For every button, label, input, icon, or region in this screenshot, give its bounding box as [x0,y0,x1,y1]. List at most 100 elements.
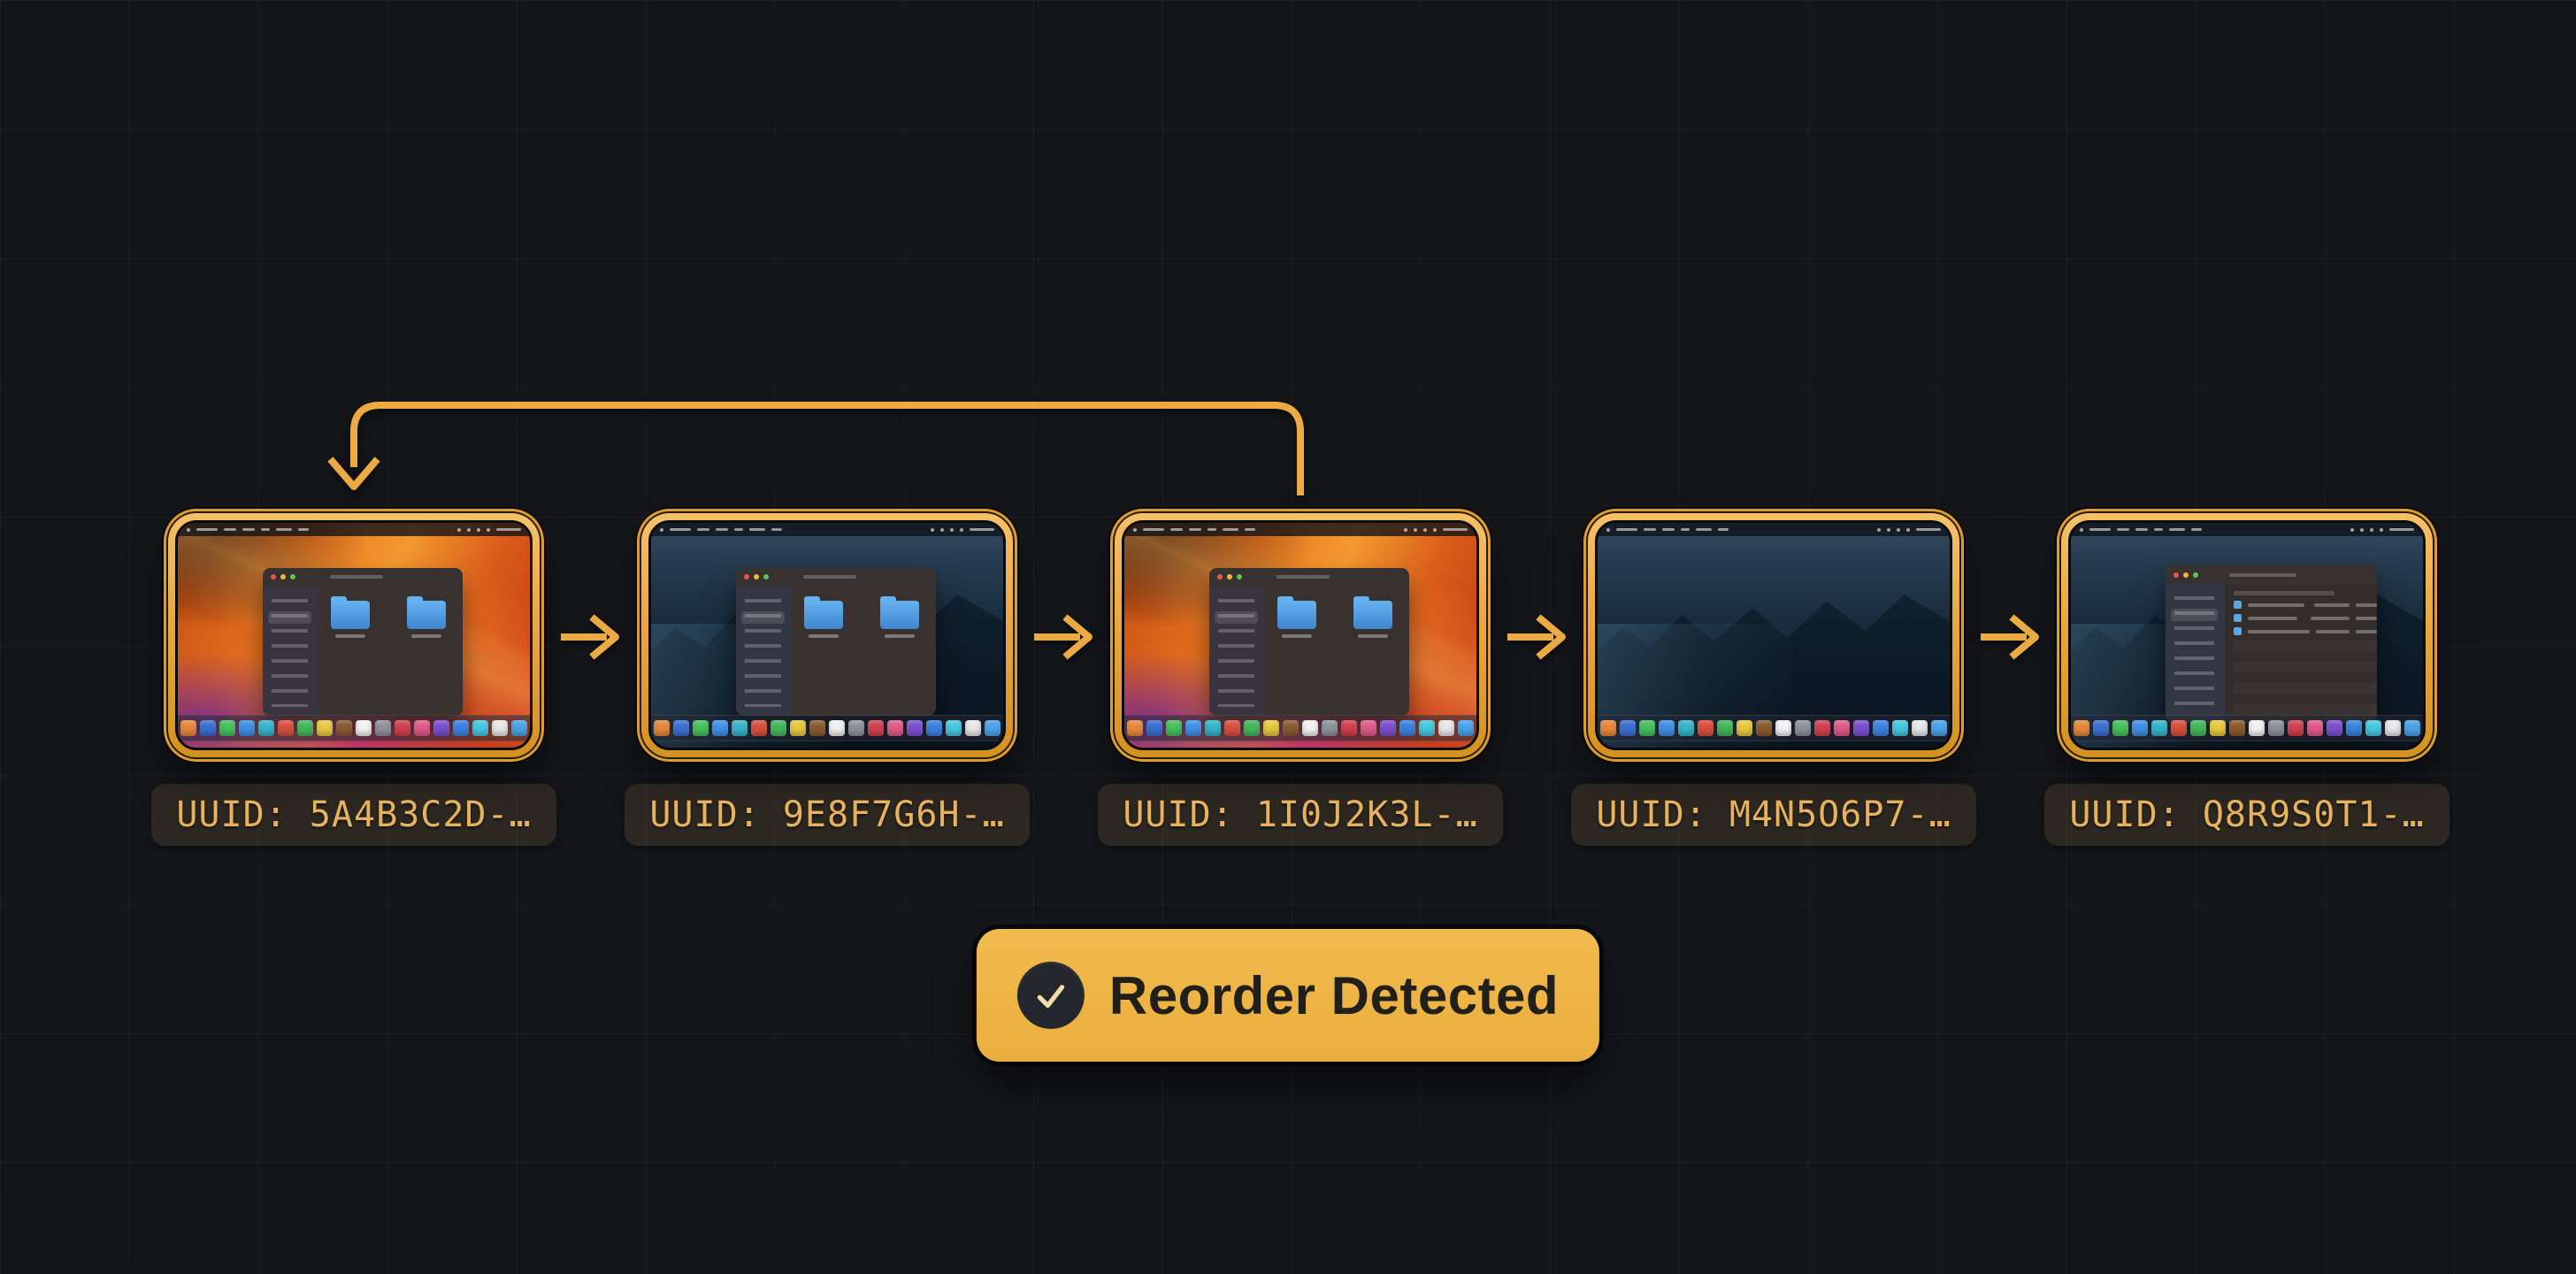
dock-app-icon [809,720,825,736]
dock-app-icon [770,720,786,736]
dock-app-icon [433,720,449,736]
dock-app-icon [2307,720,2323,736]
dock-app-icon [2346,720,2362,736]
uuid-label-2: UUID: 9E8F7G6H-… [625,784,1030,846]
window-titlebar [2166,565,2378,585]
dock-app-icon [1477,720,1479,736]
frame-1-thumbnail [168,513,540,757]
uuid-label-1: UUID: 5A4B3C2D-… [151,784,556,846]
badge-label: Reorder Detected [1108,965,1560,1025]
dock-app-icon [1166,720,1182,736]
close-traffic-light [2174,572,2180,578]
dock-app-icon [2404,720,2420,736]
dock-app-icon [317,720,333,736]
sequence-gap-4 [1959,513,2061,846]
uuid-label-4: UUID: M4N5O6P7-… [1571,784,1976,846]
apple-menu-icon [1606,527,1610,532]
dock-app-icon [1834,720,1850,736]
dock-app-icon [2385,720,2401,736]
dock-app-icon [1185,720,1201,736]
dock-app-icon [219,720,235,736]
dock-app-icon [1912,720,1928,736]
dock-app-icon [1361,720,1376,736]
frames-row: UUID: 5A4B3C2D-… [151,513,2450,846]
finder-window [262,567,464,717]
dock-app-icon [1931,720,1947,736]
dock-app-icon [395,720,410,736]
dock-app-icon [1951,720,1952,736]
file-row [2234,614,2378,623]
arrow-right-icon [1506,614,1566,660]
minimize-traffic-light [1226,574,1232,580]
dock-app-icon [2229,720,2245,736]
dock-app-icon [2068,720,2070,736]
dock-app-icon [375,720,391,736]
dock-app-icon [492,720,508,736]
close-traffic-light [1216,574,1223,580]
file-row [2234,601,2378,610]
dock-app-icon [1205,720,1221,736]
check-icon [1016,962,1085,1029]
arrow-right-icon [560,614,619,660]
dock-app-icon [2151,720,2167,736]
dock-app-icon [732,720,748,736]
arrow-right-icon [1033,614,1092,660]
dock-app-icon [336,720,352,736]
dock-app-icon [472,720,488,736]
dock [1122,715,1479,741]
dock-app-icon [511,720,527,736]
dock-app-icon [1380,720,1396,736]
reorder-detected-badge: Reorder Detected [976,929,1600,1062]
frame-4-screen [1595,520,1952,750]
apple-menu-icon [2080,527,2083,532]
dock-app-icon [648,720,650,736]
menu-bar [1124,523,1476,536]
dock-app-icon [1814,720,1830,736]
file-icon [2234,601,2242,610]
dock-app-icon [175,720,177,736]
close-traffic-light [270,574,276,580]
folder-icon [407,595,447,638]
dock-app-icon [693,720,709,736]
dock-app-icon [1775,720,1791,736]
dock-app-icon [1458,720,1474,736]
minimize-traffic-light [2183,572,2189,578]
sequence-gap-3 [1486,513,1588,846]
dock-app-icon [1302,720,1318,736]
dock-app-icon [946,720,962,736]
frame-3: UUID: 1I0J2K3L-… [1098,513,1503,846]
frame-5-thumbnail [2061,513,2433,757]
dock-app-icon [239,720,255,736]
arrow-right-icon [1980,614,2039,660]
dock-app-icon [2424,720,2426,736]
file-icon [2234,614,2242,623]
uuid-label-5: UUID: Q8R9S0T1-… [2044,784,2450,846]
minimize-traffic-light [280,574,286,580]
dock-app-icon [1698,720,1714,736]
dock-app-icon [1717,720,1733,736]
frame-2-thumbnail [641,513,1013,757]
dock-app-icon [258,720,274,736]
dock-app-icon [1639,720,1655,736]
dock [175,715,530,741]
dock-app-icon [1146,720,1162,736]
dock-app-icon [829,720,845,736]
dock-app-icon [1736,720,1752,736]
minimize-traffic-light [753,574,759,580]
dock-app-icon [790,720,806,736]
dock-app-icon [673,720,689,736]
dock-app-icon [1322,720,1338,736]
dock-app-icon [2112,720,2128,736]
sequence-gap-2 [1013,513,1115,846]
dock [648,715,1003,741]
dock-app-icon [1678,720,1694,736]
uuid-label-3: UUID: 1I0J2K3L-… [1098,784,1503,846]
dock-app-icon [180,720,196,736]
dock-app-icon [1122,720,1123,736]
dock-app-icon [712,720,728,736]
dock-app-icon [1659,720,1675,736]
frame-1-screen [175,520,533,750]
sequence-gap-1 [540,513,641,846]
window-titlebar [262,567,464,587]
